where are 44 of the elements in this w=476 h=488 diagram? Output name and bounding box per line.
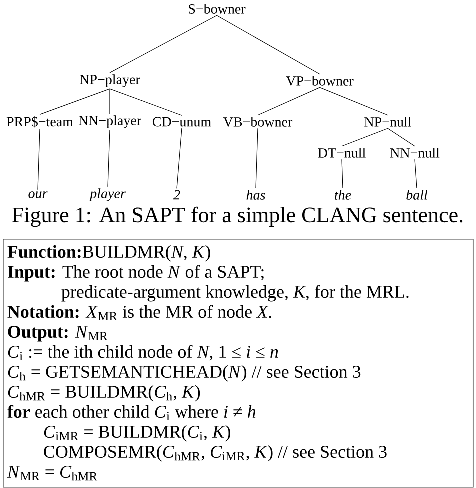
- branch-line: [110, 88, 182, 116]
- pseudocode-line: Function:BUILDMR(N, K): [8, 245, 210, 262]
- branch-line: [342, 128, 388, 147]
- tree-label: S−bowner: [189, 4, 246, 14]
- pseudocode-line: C$_{iMR}$ = BUILDMR(C$_{i}$, K): [44, 425, 230, 442]
- caption: Figure 1: An SAPT for a simple CLANG sentence.: [12, 206, 463, 228]
- tree-label: NP−null: [364, 117, 412, 127]
- branch-line: [108, 130, 110, 188]
- branch-line: [414, 159, 418, 189]
- algorithm-box: [3, 239, 474, 488]
- branch-line: [38, 129, 40, 190]
- tree-label: NN−player: [78, 116, 142, 128]
- pseudocode-line: COMPOSEMR(C$_{hMR}$, C$_{iMR}$, K) // see Section 3: [44, 445, 387, 462]
- pseudocode-line: C$_{i}$ := the ith child node of N, 1 ≤ i ≤ n: [8, 345, 278, 361]
- tree-label: VP−bowner: [286, 76, 354, 86]
- leaf-word: 2: [174, 190, 180, 200]
- leaf-word: the: [335, 190, 352, 200]
- leaf-word: ball: [406, 190, 428, 200]
- branch-line: [110, 15, 218, 74]
- pseudocode-line: N$_{MR}$ = C$_{hMR}$: [7, 466, 98, 481]
- branch-line: [320, 87, 388, 116]
- pseudocode-line: Notation: X$_{MR}$ is the MR of node X.: [8, 305, 272, 320]
- branch-line: [388, 128, 416, 147]
- pseudocode-line: C$_{hMR}$ = BUILDMR(C$_{h}$, K): [8, 385, 200, 402]
- leaf-word: player: [89, 188, 126, 202]
- pseudocode-line: Input: The root node N of a SAPT;: [8, 265, 264, 282]
- pseudocode-line: predicate-argument knowledge, K, for the MRL.: [62, 285, 409, 302]
- branch-line: [258, 87, 320, 116]
- leaf-word: has: [246, 190, 266, 200]
- tree-label: DT−null: [318, 148, 366, 158]
- branch-line: [40, 88, 110, 115]
- tree-label: CD−unum: [152, 117, 212, 127]
- pseudocode-line: Output: N$_{MR}$: [8, 326, 108, 342]
- tree-label: VB−bowner: [224, 117, 293, 127]
- tree-label: PRP$−team: [6, 116, 74, 128]
- pseudocode-line: C$_{h}$ = GETSEMANTICHEAD(N) // see Section 3: [8, 365, 361, 382]
- branch-line: [256, 128, 258, 189]
- branch-line: [176, 128, 182, 189]
- tree-label: NN−null: [390, 148, 440, 158]
- tree-label: NP−player: [80, 74, 140, 88]
- branch-line: [342, 159, 344, 189]
- leaf-word: our: [28, 192, 48, 198]
- pseudocode-line: for each other child C$_{i}$ where i ≠ h: [8, 405, 256, 420]
- branch-line: [216, 15, 320, 75]
